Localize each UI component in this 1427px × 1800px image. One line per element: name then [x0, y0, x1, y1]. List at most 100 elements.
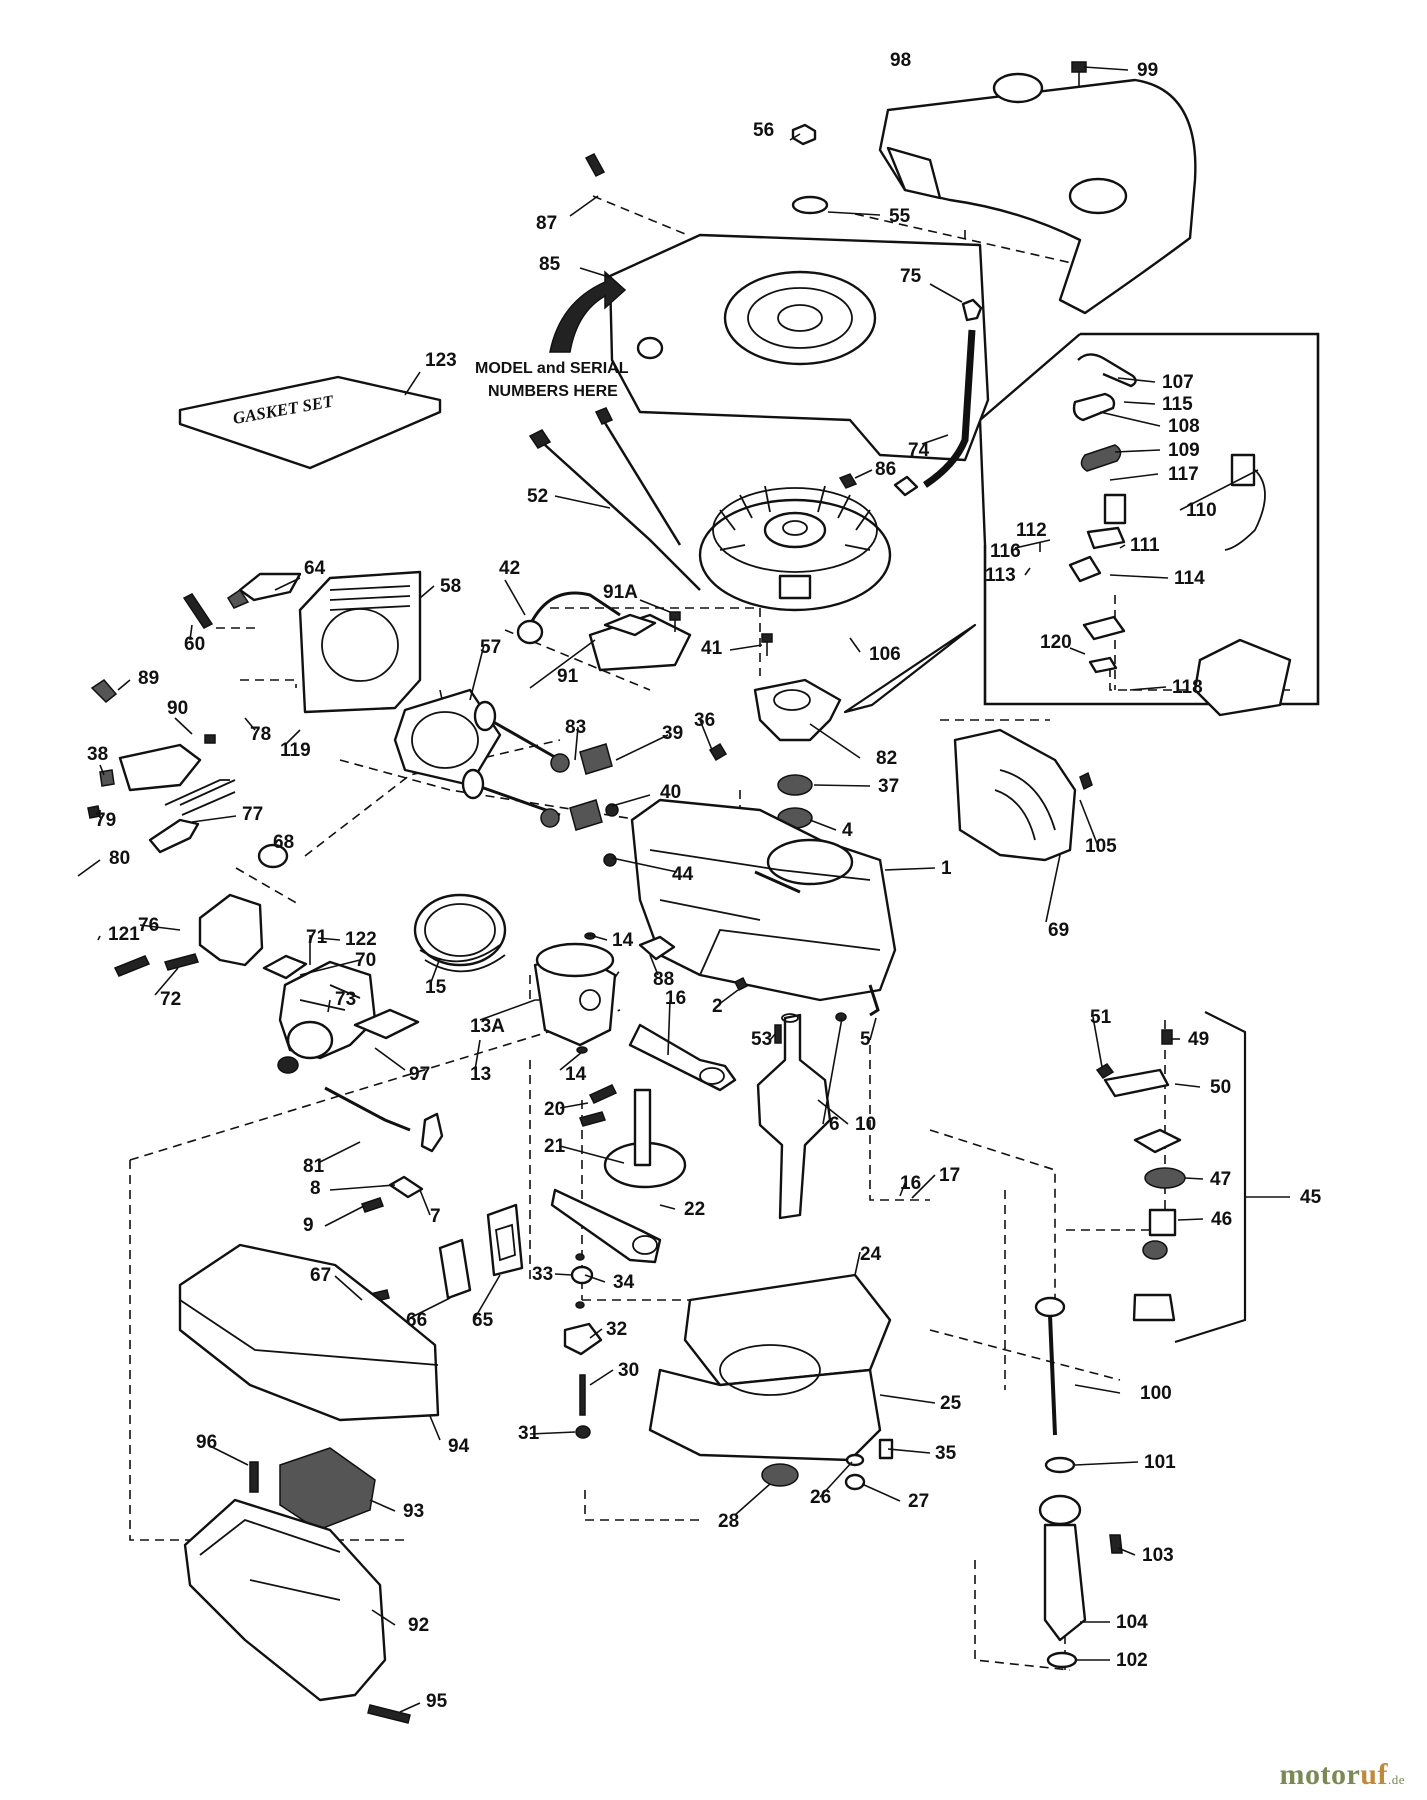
part-number-label: 33: [532, 1264, 553, 1285]
leader-line: [334, 1275, 363, 1301]
leader-line: [1129, 686, 1167, 691]
leader-line: [1109, 574, 1169, 579]
part-number-label: 121: [108, 924, 140, 945]
part-number-label: 72: [160, 989, 181, 1010]
leader-line: [99, 764, 105, 776]
part-shapes: [87, 61, 1247, 1724]
watermark-part1: motor: [1279, 1758, 1361, 1791]
part-number-label: 7: [430, 1206, 441, 1227]
leader-line: [1123, 401, 1156, 405]
part-number-label: 65: [472, 1310, 494, 1331]
part-number-label: 40: [660, 782, 681, 803]
part-number-label: 102: [1116, 1650, 1148, 1671]
part-number-label: 95: [426, 1691, 448, 1712]
leader-line: [244, 717, 256, 731]
part-number-label: 99: [1137, 60, 1158, 81]
part-number-label: 32: [606, 1319, 627, 1340]
leader-line: [854, 1251, 861, 1276]
part-number-label: 57: [480, 637, 501, 658]
part-number-label: 5: [860, 1029, 871, 1050]
leader-line: [429, 957, 441, 986]
leader-line: [827, 211, 881, 216]
leader-line: [699, 719, 713, 751]
part-number-label: 64: [304, 558, 326, 579]
part-number-label: 42: [499, 558, 520, 579]
part-number-label: 82: [876, 748, 897, 769]
leader-line: [615, 734, 669, 761]
part-number-label: 52: [527, 486, 548, 507]
leader-line: [429, 1415, 441, 1441]
leader-line: [1117, 1547, 1136, 1556]
part-number-label: 53: [751, 1029, 772, 1050]
part-number-label: 26: [810, 1487, 831, 1508]
part-number-label: 46: [1211, 1209, 1232, 1230]
part-number-label: 60: [184, 634, 205, 655]
leader-line: [371, 1609, 396, 1626]
part-number-label: 98: [890, 50, 911, 71]
leader-line: [887, 1448, 931, 1454]
part-number-label: 66: [406, 1310, 427, 1331]
part-number-label: 107: [1162, 372, 1194, 393]
leader-line: [369, 1499, 396, 1512]
leader-line: [474, 1039, 481, 1071]
part-number-label: 51: [1090, 1007, 1112, 1028]
leader-line: [584, 1274, 606, 1283]
leader-line: [409, 1297, 451, 1319]
leader-line: [474, 1274, 501, 1319]
watermark-part2: uf: [1360, 1758, 1388, 1791]
part-number-label: 6: [829, 1114, 840, 1135]
part-number-label: 39: [662, 723, 683, 744]
part-number-label: 114: [1174, 568, 1205, 589]
leader-line: [1074, 1384, 1121, 1394]
part-number-label: 123: [425, 350, 457, 371]
part-number-label: 45: [1300, 1187, 1322, 1208]
leader-line: [1074, 1461, 1139, 1466]
part-number-label: 94: [448, 1436, 470, 1457]
leader-line: [1109, 473, 1159, 481]
leader-line: [1117, 377, 1156, 383]
leader-line: [469, 644, 485, 701]
part-number-label: 93: [403, 1501, 424, 1522]
leader-line: [529, 1431, 576, 1435]
leader-line: [1119, 544, 1126, 549]
leader-line: [789, 133, 801, 141]
part-number-label: 119: [280, 740, 311, 761]
part-number-label: 83: [565, 717, 586, 738]
part-number-label: 73: [335, 989, 356, 1010]
part-number-label: 69: [1048, 920, 1069, 941]
part-number-label: 44: [672, 864, 694, 885]
leader-line: [404, 371, 421, 396]
part-number-label: 101: [1144, 1452, 1176, 1473]
leader-line: [504, 579, 526, 616]
leader-line: [1079, 799, 1099, 847]
leader-line: [399, 1702, 421, 1713]
part-number-label: 8: [310, 1178, 321, 1199]
part-number-label: 49: [1188, 1029, 1209, 1050]
leader-line: [813, 784, 871, 787]
leader-line: [1045, 854, 1061, 923]
leader-line: [869, 1017, 877, 1041]
leader-line: [77, 859, 101, 877]
leader-line: [319, 1141, 361, 1163]
part-number-label: 15: [425, 977, 447, 998]
leader-line: [854, 469, 873, 479]
leader-line: [189, 624, 193, 641]
leader-line: [659, 1204, 676, 1210]
part-number-label: 37: [878, 776, 899, 797]
part-number-label: 41: [701, 638, 723, 659]
part-number-label: 79: [95, 810, 116, 831]
leader-line: [479, 999, 536, 1021]
part-number-label: 2: [712, 996, 723, 1017]
leader-line: [579, 267, 613, 279]
leader-line: [911, 1174, 936, 1199]
leader-line: [879, 1394, 936, 1404]
part-number-label: 104: [1116, 1612, 1148, 1633]
part-number-label: 88: [653, 969, 674, 990]
leader-line: [191, 815, 237, 823]
leader-line: [419, 585, 435, 599]
part-number-label: 1: [941, 858, 952, 879]
part-number-label: 71: [306, 927, 328, 948]
part-number-label: 31: [518, 1423, 540, 1444]
leader-line: [611, 794, 651, 807]
leader-line: [929, 283, 963, 303]
